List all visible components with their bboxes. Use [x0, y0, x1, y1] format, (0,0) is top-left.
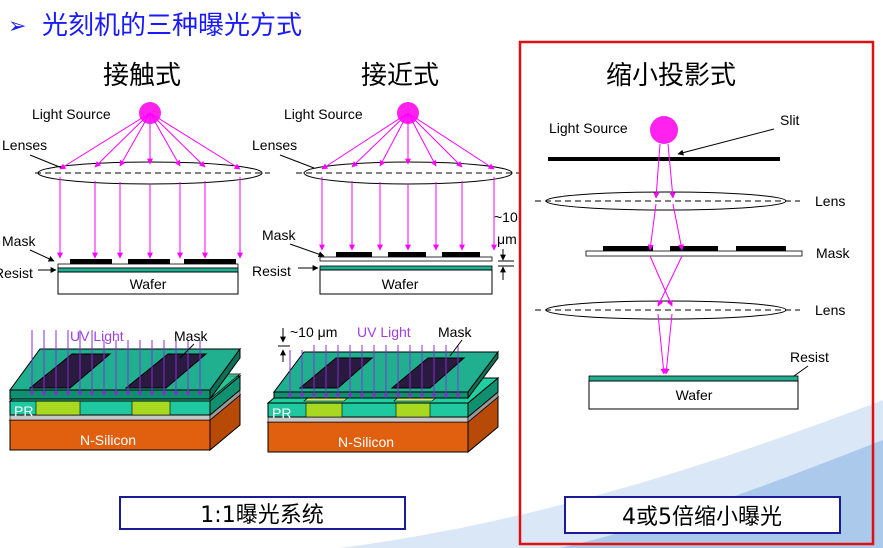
n-silicon-label: N-Silicon	[338, 434, 394, 450]
caption-left-text: 1:1曝光系统	[200, 503, 323, 528]
contact-3d-block: UV Light Mask PR N-Silicon	[8, 328, 242, 452]
title-text: 光刻机的三种曝光方式	[42, 11, 302, 41]
mask-3d-label: Mask	[174, 328, 208, 344]
lenses-label: Lenses	[2, 137, 47, 153]
pr-label: PR	[14, 403, 33, 419]
heading-contact: 接触式	[103, 61, 181, 91]
proximity-diagram: Light Source Lenses Mask	[252, 102, 520, 295]
mask-blocks	[70, 259, 236, 264]
resist-label: Resist	[790, 349, 829, 365]
mask-3d-label: Mask	[438, 324, 472, 340]
projection-diagram: Light Source Slit Lens Mask Lens	[535, 112, 850, 410]
wafer-label: Wafer	[676, 387, 713, 403]
heading-proximity: 接近式	[361, 61, 439, 91]
bullet-arrow: ➢	[8, 14, 26, 39]
lens-label-1: Lens	[815, 193, 845, 209]
lenses-pointer	[29, 154, 63, 169]
wafer-block	[57, 271, 239, 295]
light-source-label: Light Source	[549, 120, 628, 136]
uv-light-label: UV Light	[70, 328, 124, 344]
caption-left: 1:1曝光系统	[119, 496, 406, 530]
mask-plate	[57, 263, 239, 269]
n-silicon-label: N-Silicon	[80, 432, 136, 448]
wafer-block	[588, 380, 799, 410]
contact-diagram: Light Source Lenses Mask	[0, 102, 270, 295]
resist-label: Resist	[252, 263, 291, 279]
wafer-label: Wafer	[130, 276, 167, 292]
lenses-label: Lenses	[252, 137, 297, 153]
resist-layer	[57, 267, 239, 273]
resist-label: Resist	[0, 265, 33, 281]
gap-inline-label: ~10 μm	[290, 324, 337, 340]
wafer-label: Wafer	[382, 276, 419, 292]
proximity-3d-block: ~10 μm UV Light Mask PR N-Silicon	[266, 324, 500, 454]
mask-label: Mask	[262, 227, 296, 243]
caption-right: 4或5倍缩小曝光	[564, 496, 841, 534]
lens-label-2: Lens	[815, 302, 845, 318]
uv-light-label: UV Light	[357, 324, 411, 340]
caption-right-text: 4或5倍缩小曝光	[622, 505, 782, 530]
slit-bar	[548, 157, 780, 161]
rays	[647, 143, 684, 375]
heading-projection: 缩小投影式	[606, 61, 736, 91]
rays	[319, 112, 497, 251]
pr-label: PR	[272, 405, 291, 421]
light-source-label: Light Source	[284, 106, 363, 122]
gap-label-line2: μm	[497, 231, 517, 247]
light-source-label: Light Source	[32, 106, 111, 122]
light-source-icon	[650, 116, 678, 144]
highlight-frame	[518, 40, 875, 546]
page-title: ➢ 光刻机的三种曝光方式	[8, 11, 302, 41]
rays	[57, 112, 243, 259]
resist-layer	[588, 375, 799, 382]
gap-label-line1: ~10	[494, 209, 518, 225]
mask-label: Mask	[2, 233, 36, 249]
slit-label: Slit	[780, 112, 800, 128]
mask-label: Mask	[816, 245, 850, 261]
